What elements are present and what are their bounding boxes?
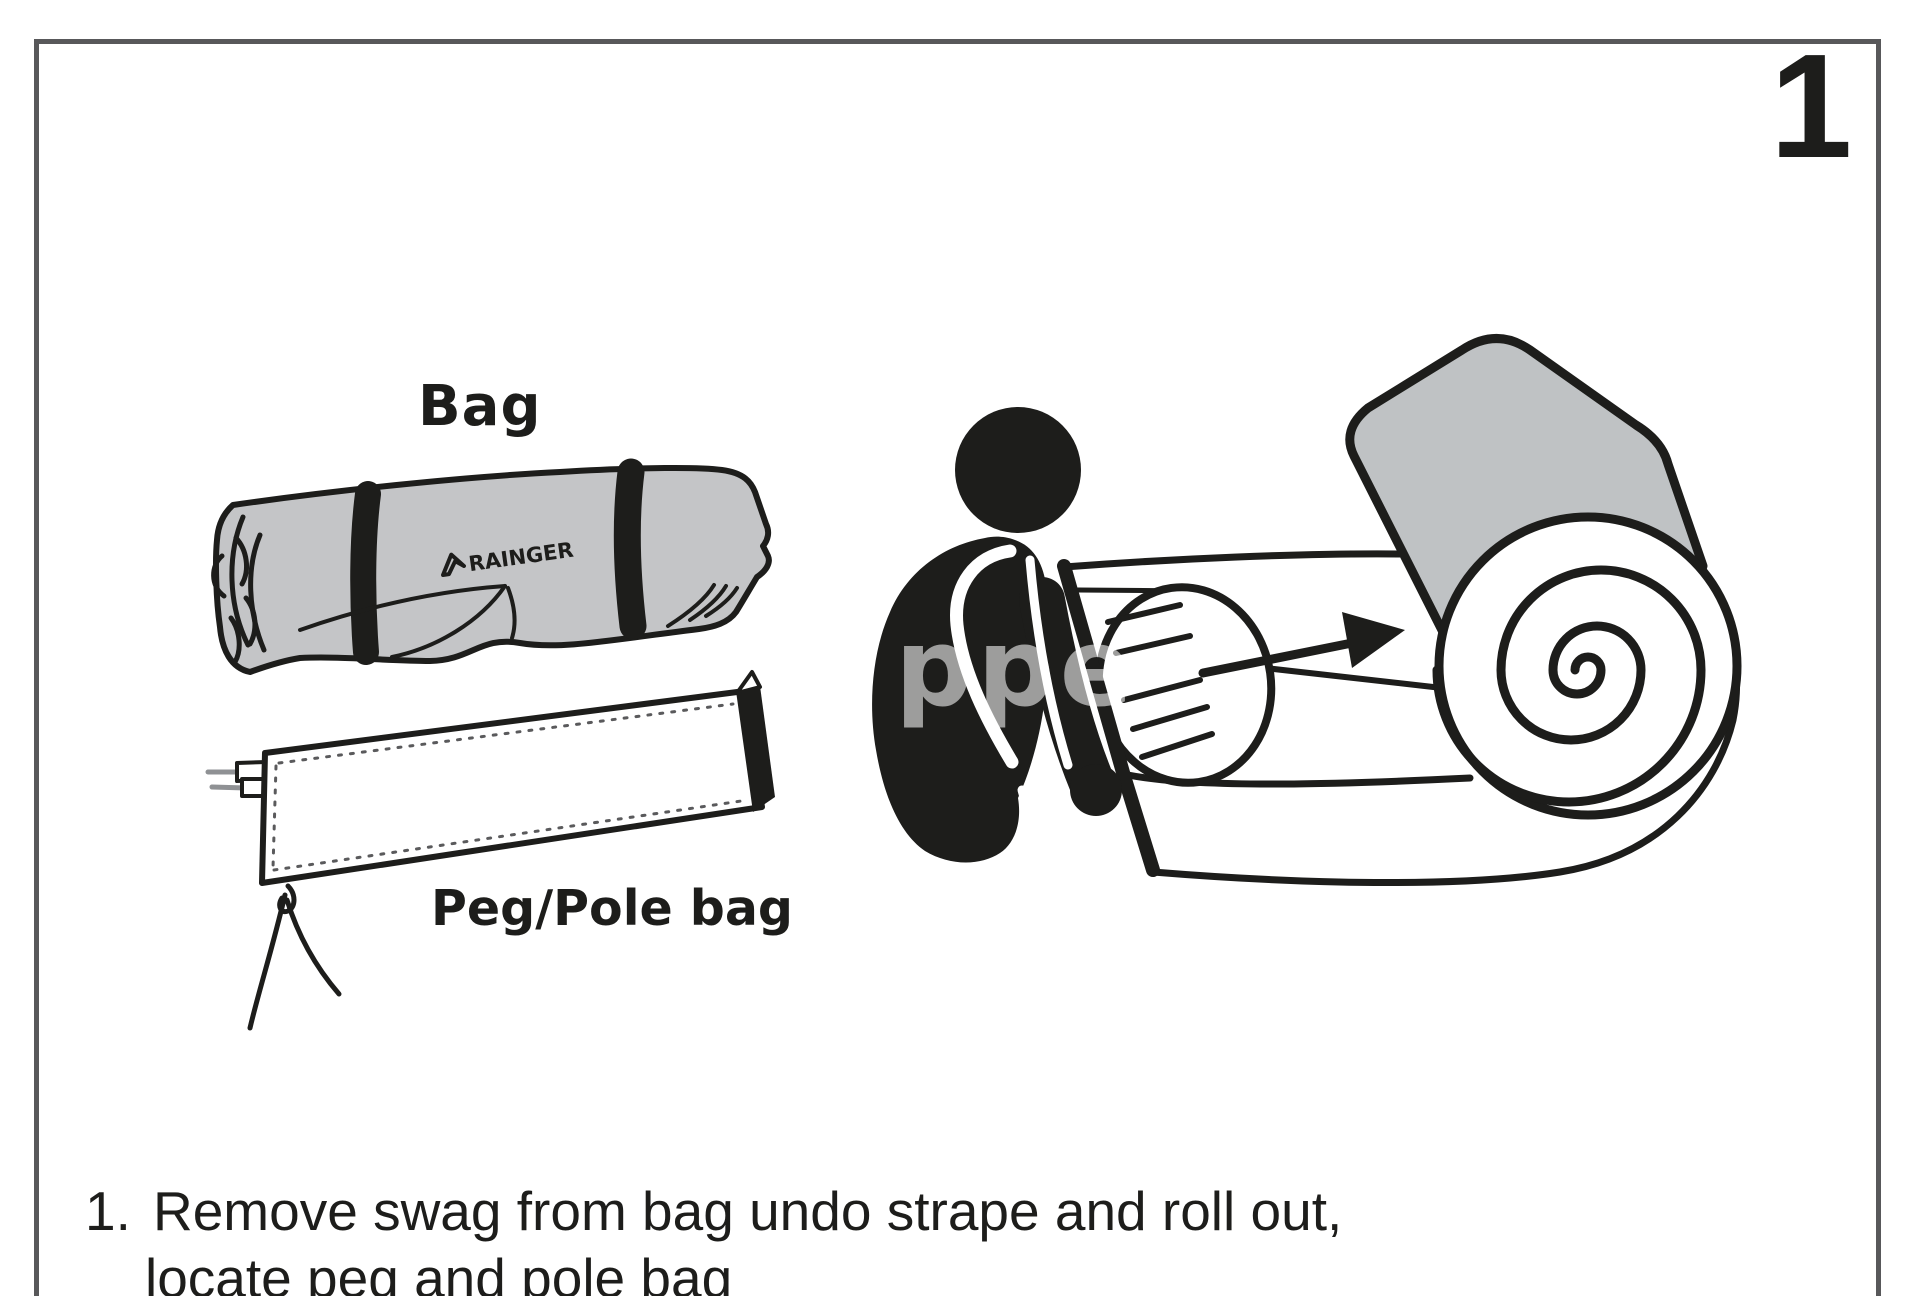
swag-unrolling-illustration [1057, 334, 1742, 887]
bag-label: Bag [418, 374, 542, 439]
step-number: 1 [1770, 24, 1853, 189]
person-arm [1019, 577, 1115, 806]
instruction-text: 1. Remove swag from bag undo strape and r… [85, 1178, 1342, 1296]
bag-mouth-rim [1057, 559, 1160, 877]
pegpole-bag-end-band [736, 686, 775, 812]
person-body [872, 536, 1050, 863]
brand-logo-icon [441, 552, 466, 577]
watermark: ppe [895, 606, 1138, 731]
arrow-shaft [1198, 638, 1357, 678]
person-strap-highlight [950, 544, 1073, 865]
rolled-bag-strap-left [350, 481, 381, 665]
page-frame [34, 39, 1881, 1296]
pegpole-bag-label: Peg/Pole bag [431, 880, 793, 937]
roll-spiral [1432, 565, 1706, 807]
person-hand [1070, 764, 1122, 816]
sheet-bottom-edge [1149, 664, 1741, 887]
rolled-bag-illustration: RAINGER [211, 458, 772, 675]
swag-end-disc-hatching [1105, 602, 1215, 760]
pegpole-bag-illustration [205, 670, 775, 1031]
person-head [955, 407, 1081, 533]
instruction-line-1: 1. Remove swag from bag undo strape and r… [85, 1178, 1342, 1245]
direction-arrow [1198, 612, 1405, 678]
person-figure [872, 407, 1122, 865]
rolled-bag-coil-end [211, 514, 267, 665]
pegpole-bag-drawstrings [247, 883, 342, 1031]
instruction-line1-text: Remove swag from bag undo strape and rol… [153, 1180, 1343, 1242]
sheet-top-edge [1060, 550, 1404, 571]
pegpole-bag-body [259, 688, 765, 886]
pegpole-bag-stitching [271, 702, 750, 872]
sheet-middle-crease [1262, 665, 1445, 691]
rolled-bag-strap-right [613, 458, 647, 640]
rolled-bag-wrinkles [298, 583, 739, 659]
instruction-line2-text: locate peg and pole bag [145, 1247, 733, 1296]
instruction-number: 1. [85, 1180, 131, 1242]
arrow-head [1342, 612, 1405, 668]
